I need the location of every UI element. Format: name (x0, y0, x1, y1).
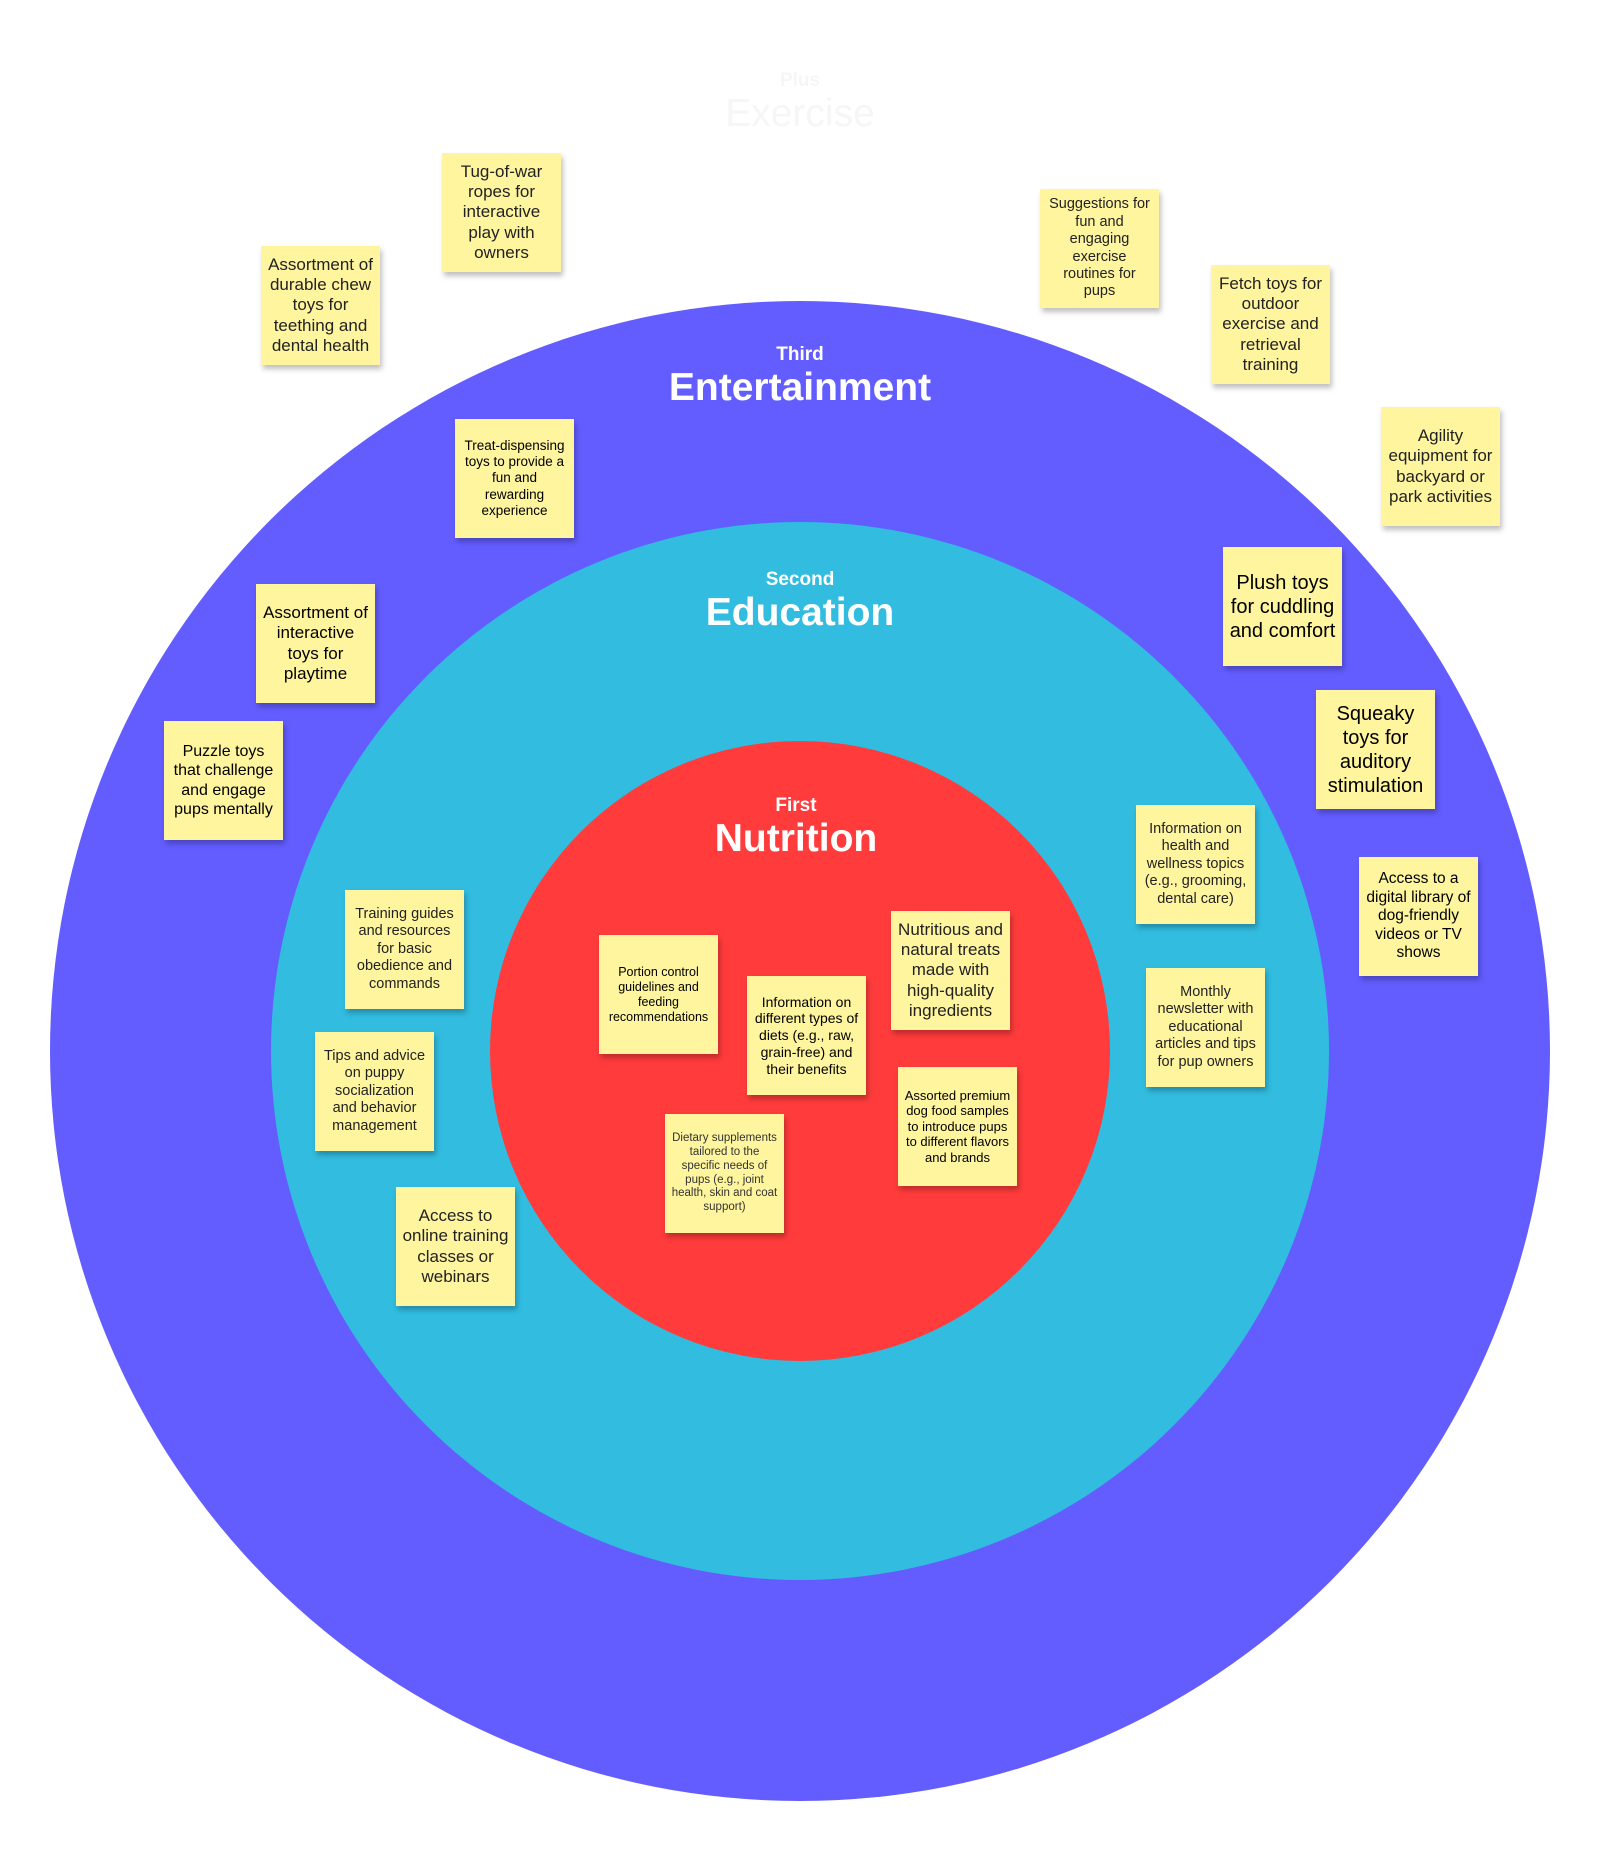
sticky-note[interactable]: Squeaky toys for auditory stimulation (1316, 690, 1435, 809)
sticky-note[interactable]: Plush toys for cuddling and comfort (1223, 547, 1342, 666)
sticky-note[interactable]: Assortment of durable chew toys for teet… (261, 246, 380, 365)
sticky-note[interactable]: Dietary supplements tailored to the spec… (665, 1114, 784, 1233)
sticky-note[interactable]: Information on health and wellness topic… (1136, 805, 1255, 924)
first-rank-label: First (775, 795, 817, 816)
sticky-note[interactable]: Nutritious and natural treats made with … (891, 911, 1010, 1030)
exercise-ring-title: Exercise (725, 92, 875, 135)
sticky-note[interactable]: Suggestions for fun and engaging exercis… (1040, 189, 1159, 308)
sticky-note[interactable]: Information on different types of diets … (747, 976, 866, 1095)
sticky-note[interactable]: Fetch toys for outdoor exercise and retr… (1211, 265, 1330, 384)
sticky-note[interactable]: Puzzle toys that challenge and engage pu… (164, 721, 283, 840)
sticky-note[interactable]: Portion control guidelines and feeding r… (599, 935, 718, 1054)
education-title: Education (705, 591, 895, 634)
sticky-note[interactable]: Agility equipment for backyard or park a… (1381, 407, 1500, 526)
sticky-note[interactable]: Tips and advice on puppy socialization a… (315, 1032, 434, 1151)
plus-rank-label: Plus (779, 70, 821, 91)
third-rank-label: Third (776, 344, 824, 365)
sticky-note[interactable]: Access to a digital library of dog-frien… (1359, 857, 1478, 976)
nutrition-title: Nutrition (714, 817, 878, 860)
second-rank-label: Second (765, 569, 835, 590)
sticky-note[interactable]: Access to online training classes or web… (396, 1187, 515, 1306)
sticky-note[interactable]: Tug-of-war ropes for interactive play wi… (442, 153, 561, 272)
sticky-note[interactable]: Assortment of interactive toys for playt… (256, 584, 375, 703)
sticky-note[interactable]: Treat-dispensing toys to provide a fun a… (455, 419, 574, 538)
sticky-note[interactable]: Monthly newsletter with educational arti… (1146, 968, 1265, 1087)
sticky-note[interactable]: Assorted premium dog food samples to int… (898, 1067, 1017, 1186)
sticky-note[interactable]: Training guides and resources for basic … (345, 890, 464, 1009)
entertainment-title: Entertainment (668, 366, 932, 409)
